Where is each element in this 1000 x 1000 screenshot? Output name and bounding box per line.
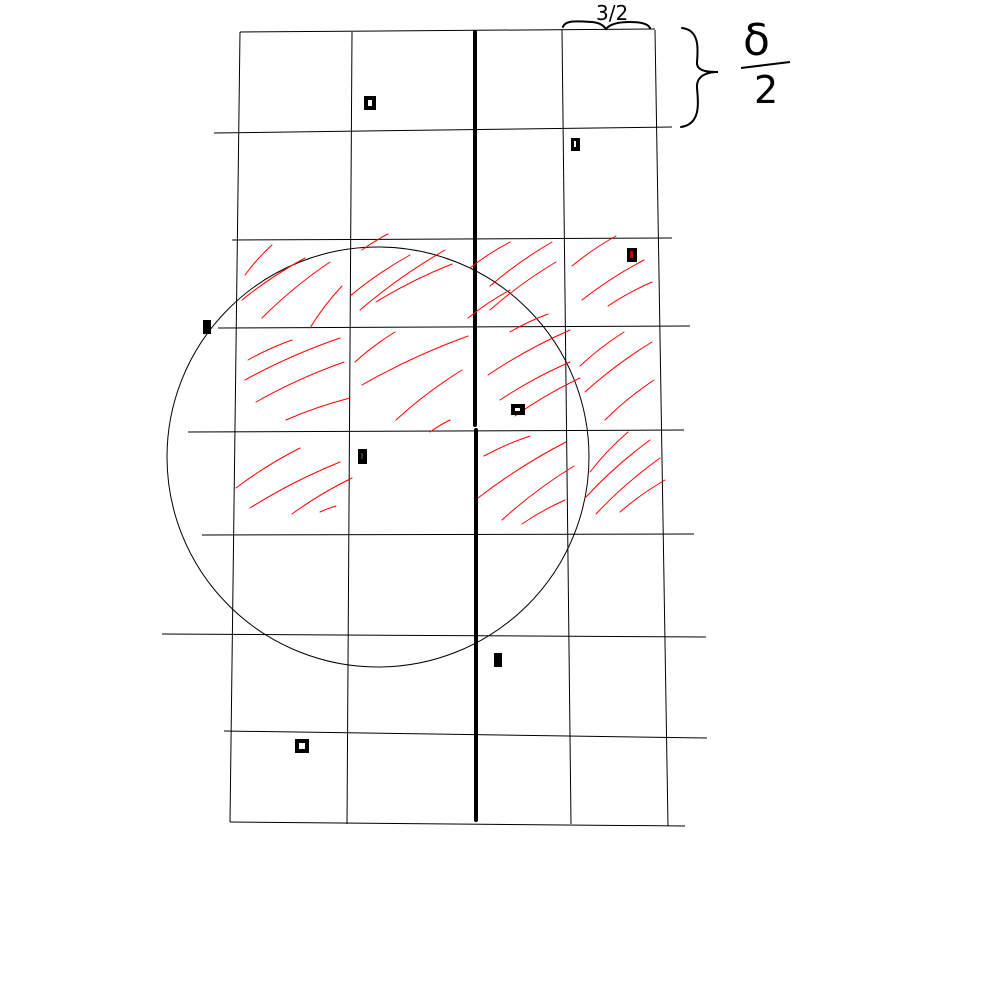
hatch-stroke	[581, 259, 645, 301]
grid-line-v5	[654, 29, 669, 827]
point-marker-inner	[515, 408, 520, 411]
hatch-stroke	[395, 369, 463, 421]
hatch-stroke	[469, 241, 511, 269]
hatch-stroke	[309, 285, 343, 329]
hatch-stroke	[584, 439, 651, 499]
hatch-stroke	[489, 241, 553, 287]
top-small-brace	[562, 20, 651, 31]
hatch-stroke	[319, 505, 337, 513]
grid-line-h8	[229, 821, 686, 827]
fraction-numerator: δ	[743, 15, 770, 66]
hatch-stroke	[249, 461, 341, 509]
fraction-label: δ 2	[740, 15, 791, 112]
hatch-stroke	[235, 447, 301, 489]
fraction-denominator: 2	[754, 68, 778, 112]
grid-line-h1	[213, 126, 673, 134]
hatch-stroke	[359, 249, 446, 311]
point-marker-inner	[574, 141, 576, 147]
grid-line-v1	[229, 31, 241, 823]
hatch-stroke	[571, 235, 617, 267]
hatch-stroke	[467, 289, 511, 319]
point-markers	[203, 96, 637, 753]
grid-line-v4	[561, 29, 572, 825]
hatch-stroke	[487, 329, 571, 376]
hatch-stroke	[619, 479, 666, 513]
hatch-stroke	[483, 435, 531, 457]
hatch-stroke	[589, 431, 629, 473]
grid-line-h6	[161, 633, 707, 638]
grid-line-h2	[231, 237, 673, 241]
grid-line-h3	[217, 325, 691, 329]
grid-line-v2	[346, 31, 353, 825]
grid-line-h5	[201, 533, 695, 536]
hatch-stroke	[244, 244, 273, 276]
hatch-stroke	[521, 499, 566, 525]
grid-horizontal-lines	[161, 28, 708, 827]
point-marker-inner	[361, 453, 363, 459]
grid-line-h4	[187, 429, 685, 433]
hatch-stroke	[584, 341, 653, 393]
fraction-bar	[740, 61, 791, 69]
hatch-stroke	[255, 361, 345, 403]
hatch-stroke	[241, 257, 306, 301]
hatch-stroke	[244, 337, 341, 381]
hatch-stroke	[361, 233, 389, 251]
hatch-stroke	[247, 339, 293, 361]
hatch-stroke	[604, 379, 655, 421]
hatch-stroke	[509, 313, 549, 333]
red-hatching	[235, 233, 666, 525]
point-marker	[203, 320, 211, 334]
point-marker-inner	[299, 743, 305, 749]
grid-vertical-lines	[229, 29, 669, 827]
grid-line-h7	[223, 730, 708, 739]
hatch-stroke	[349, 254, 411, 297]
circle	[166, 246, 590, 668]
hatch-stroke	[285, 397, 351, 421]
point-marker	[494, 653, 502, 667]
hatch-stroke	[361, 335, 469, 386]
hatch-stroke	[354, 331, 396, 363]
point-marker-inner	[630, 251, 633, 258]
hatch-stroke	[499, 361, 571, 401]
center-thick-line	[473, 30, 478, 822]
hatch-stroke	[501, 465, 575, 521]
hatch-stroke	[595, 457, 661, 515]
point-marker-inner	[368, 100, 372, 106]
hatch-stroke	[489, 261, 557, 311]
hatch-stroke	[375, 263, 453, 303]
hatch-stroke	[477, 441, 567, 499]
grid-line-h0	[239, 28, 656, 33]
hatch-stroke	[607, 281, 653, 307]
hatch-stroke	[261, 261, 331, 319]
curly-brace	[680, 27, 719, 128]
hatch-stroke	[579, 331, 625, 367]
hatch-stroke	[429, 419, 451, 433]
top-label: 3/2	[596, 1, 628, 25]
hatch-stroke	[291, 477, 353, 515]
